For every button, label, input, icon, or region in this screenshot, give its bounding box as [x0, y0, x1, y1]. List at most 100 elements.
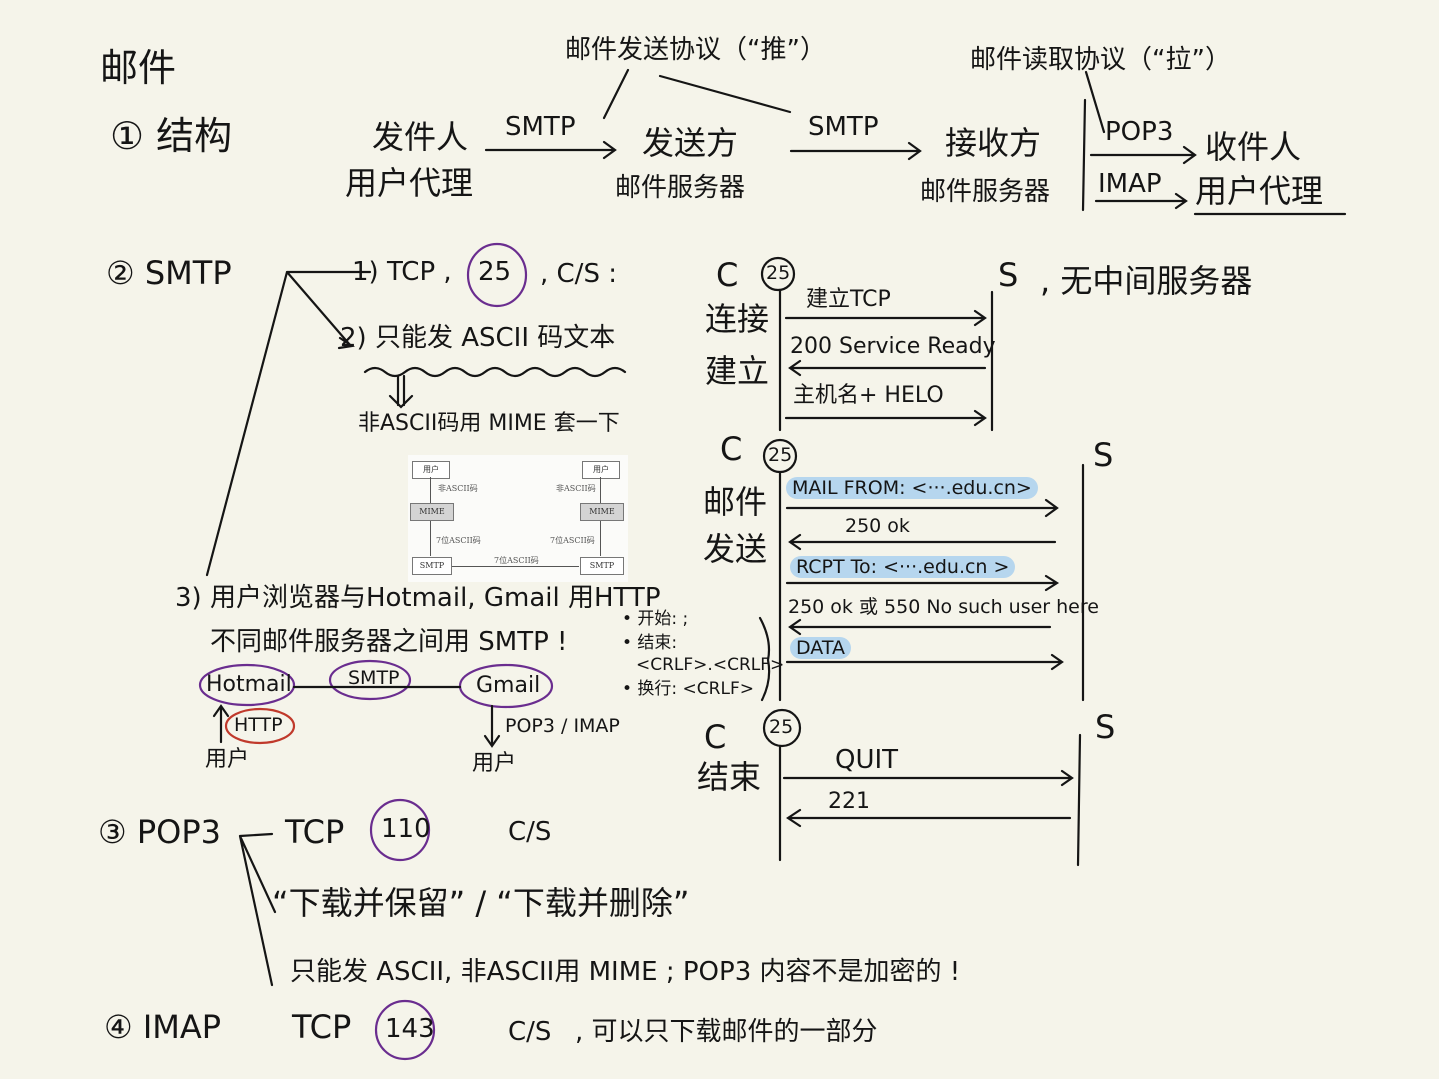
conn-server: S — [998, 256, 1019, 294]
smtp-point-1: 1) TCP , — [352, 257, 452, 287]
smtp-link-label: SMTP — [348, 667, 400, 689]
mime-note: 非ASCII码用 MIME 套一下 — [358, 411, 620, 436]
smtp-point-3b: 不同邮件服务器之间用 SMTP ! — [210, 627, 568, 657]
pop3-port: 110 — [381, 814, 431, 844]
wavy-underline — [363, 366, 627, 378]
close-port: 25 — [769, 716, 794, 738]
close-arrows — [782, 769, 1074, 828]
mail-from-text: MAIL FROM: <···.edu.cn> — [786, 477, 1038, 499]
mail-client: C — [720, 430, 743, 468]
fig-ascii7-mid: 7位ASCII码 — [494, 556, 539, 565]
http-label: HTTP — [234, 714, 283, 736]
close-msg-2: 221 — [828, 789, 870, 814]
mail-lifelines — [778, 463, 1085, 702]
smtp-label-1: SMTP — [505, 112, 576, 142]
conn-port-circle — [760, 256, 796, 292]
gmail-label: Gmail — [476, 673, 541, 698]
arrow-pop3 — [1089, 145, 1197, 165]
recv-server-label-2: 邮件服务器 — [920, 177, 1051, 207]
conn-lifelines — [778, 288, 994, 432]
conn-msg-2: 200 Service Ready — [790, 334, 996, 359]
mail-msg-3: RCPT To: <···.edu.cn > — [790, 556, 1016, 578]
port-110-circle — [369, 798, 431, 862]
smtp-branch-lines — [205, 270, 372, 577]
page-title: 邮件 — [100, 46, 177, 90]
mail-msg-2: 250 ok — [845, 515, 910, 537]
note-end-value: <CRLF>.<CRLF> — [636, 655, 785, 675]
mail-label-1: 邮件 — [703, 483, 768, 521]
smtp-circle — [328, 659, 412, 701]
http-circle — [224, 707, 296, 745]
conn-label-1: 连接 — [705, 300, 770, 338]
conn-client: C — [716, 256, 739, 294]
receiver-agent-label: 用户代理 — [1195, 172, 1324, 210]
sender-agent-label: 用户代理 — [345, 164, 474, 202]
close-msg-1: QUIT — [835, 745, 899, 775]
fig-user-left: 用户 — [412, 461, 450, 479]
note-start: • 开始: ; — [622, 609, 689, 629]
conn-port: 25 — [766, 262, 791, 284]
pop3-note: 只能发 ASCII, 非ASCII用 MIME ; POP3 内容不是加密的 ! — [290, 957, 961, 987]
imap-heading: ④ IMAP — [104, 1008, 222, 1046]
fig-ascii7-right: 7位ASCII码 — [550, 536, 595, 545]
fig-smtp-right: SMTP — [580, 557, 624, 575]
close-server: S — [1095, 708, 1116, 746]
fig-smtp-left: SMTP — [412, 557, 452, 575]
mail-server: S — [1093, 436, 1114, 474]
mail-port: 25 — [768, 444, 793, 466]
smtp-heading: ② SMTP — [106, 254, 232, 292]
read-protocol-label: 邮件读取协议（“拉”） — [970, 45, 1231, 75]
conn-msg-1: 建立TCP — [806, 287, 891, 312]
mail-arrows — [785, 498, 1064, 671]
close-port-circle — [762, 708, 802, 748]
mail-msg-1: MAIL FROM: <···.edu.cn> — [786, 477, 1038, 499]
note-end: • 结束: — [622, 633, 678, 653]
arrow-imap — [1094, 192, 1188, 210]
notes-bracket — [758, 616, 771, 702]
fig-non-ascii-left: 非ASCII码 — [438, 484, 478, 493]
note-newline: • 换行: <CRLF> — [622, 679, 754, 699]
imap-port: 143 — [385, 1014, 435, 1044]
fig-non-ascii-right: 非ASCII码 — [556, 484, 596, 493]
fig-ascii7-left: 7位ASCII码 — [436, 536, 481, 545]
smtp-point-2: 2) 只能发 ASCII 码文本 — [340, 323, 616, 353]
port-25-circle — [466, 242, 528, 308]
divider-line — [1081, 98, 1087, 212]
fig-user-right: 用户 — [582, 461, 620, 479]
send-server-label-2: 邮件服务器 — [615, 173, 746, 203]
send-protocol-label: 邮件发送协议（“推”） — [565, 35, 826, 65]
port-143-circle — [374, 999, 436, 1061]
imap-tcp: TCP — [292, 1008, 352, 1046]
conn-note: , 无中间服务器 — [1040, 262, 1253, 300]
mail-msg-5: DATA — [790, 637, 851, 659]
receiver-label: 收件人 — [1205, 128, 1302, 166]
user-left-label: 用户 — [205, 747, 250, 772]
hotmail-label: Hotmail — [206, 672, 292, 697]
close-label: 结束 — [697, 758, 762, 796]
close-client: C — [704, 718, 727, 756]
mime-figure: 用户 用户 非ASCII码 非ASCII码 MIME MIME 7位ASCII码… — [408, 455, 628, 582]
rcpt-to-text: RCPT To: <···.edu.cn > — [790, 556, 1016, 578]
pop-imap-label: POP3 / IMAP — [505, 715, 620, 737]
arrow-smtp-1 — [484, 140, 617, 160]
push-pointer-line — [602, 68, 792, 120]
mail-label-2: 发送 — [703, 530, 768, 568]
recv-server-label: 接收方 — [945, 124, 1042, 162]
imap-label: IMAP — [1098, 169, 1162, 199]
down-arrow — [388, 374, 414, 409]
conn-msg-3: 主机名+ HELO — [793, 383, 944, 408]
arrow-smtp-2 — [789, 141, 922, 161]
sender-label: 发件人 — [372, 118, 469, 156]
close-lifelines — [778, 733, 1082, 867]
user-up-arrow — [212, 704, 230, 744]
pop3-label: POP3 — [1105, 117, 1174, 147]
fig-mime-right: MIME — [580, 503, 624, 521]
conn-arrows — [784, 309, 987, 427]
user-right-label: 用户 — [472, 751, 517, 776]
pop3-modes: “下载并保留” / “下载并删除” — [272, 884, 690, 922]
pull-pointer-line — [1084, 70, 1106, 134]
user-down-arrow — [483, 704, 501, 748]
structure-heading: ① 结构 — [110, 114, 233, 158]
imap-note: , 可以只下载邮件的一部分 — [575, 1017, 878, 1047]
